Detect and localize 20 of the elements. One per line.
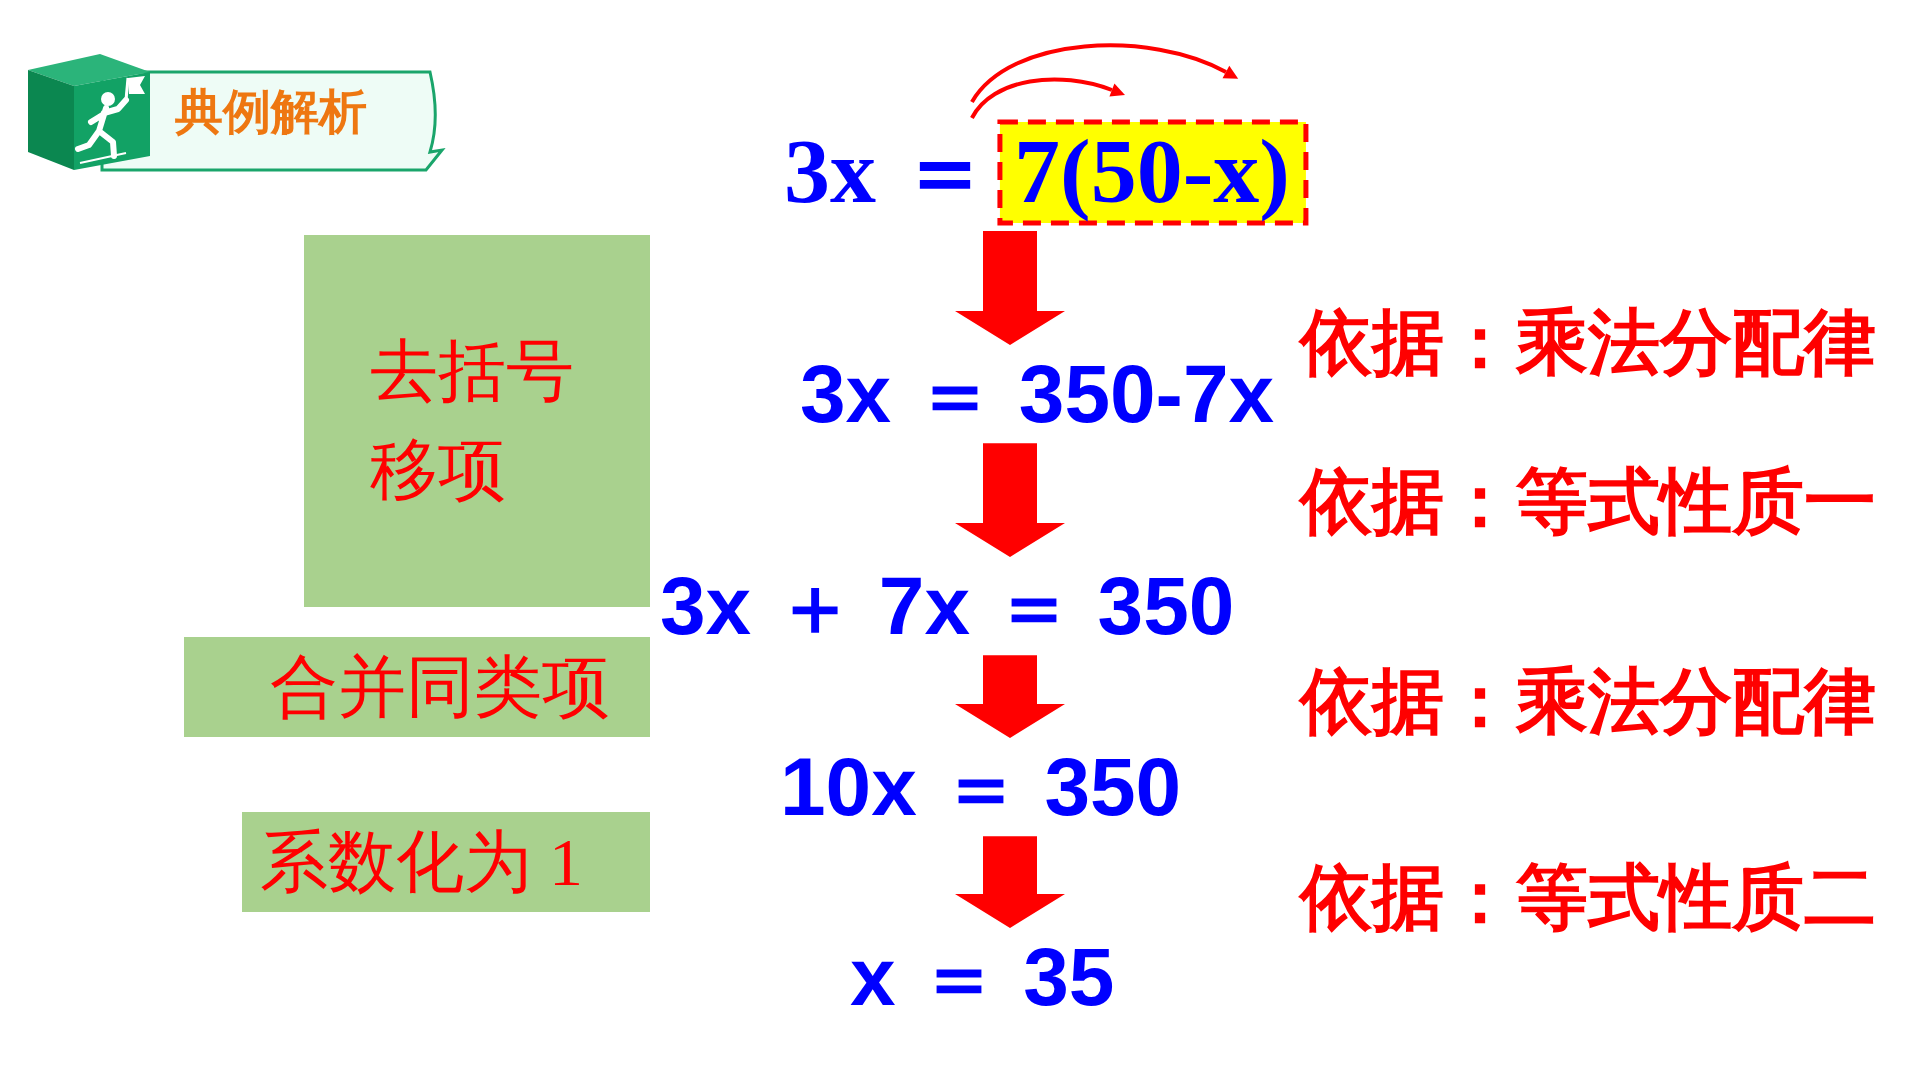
equation: 3x ＝ 7(50-x) — [778, 114, 1296, 229]
step-box — [184, 637, 650, 737]
rule-note: 依据：等式性质一 — [1300, 465, 1876, 537]
step-label: 去括号移项 — [369, 332, 575, 510]
down-arrow — [955, 231, 1065, 345]
step-box — [304, 235, 650, 607]
rule-note: 依据：乘法分配律 — [1300, 306, 1876, 378]
down-arrow — [955, 655, 1065, 738]
step-box — [242, 812, 650, 912]
title: 典例解析 — [175, 88, 367, 136]
rule-note: 依据：乘法分配律 — [1300, 665, 1876, 737]
equation: 3x ＝ 350-7x — [796, 347, 1279, 442]
rule-note: 依据：等式性质二 — [1300, 861, 1876, 933]
equation: 10x ＝ 350 — [776, 740, 1186, 835]
equation: 3x ＋ 7x ＝ 350 — [656, 559, 1239, 654]
step-label: 系数化为 1 — [260, 822, 583, 902]
down-arrow — [955, 836, 1065, 928]
step-label: 合并同类项 — [270, 647, 610, 727]
equation: x ＝ 35 — [846, 930, 1119, 1025]
down-arrow — [955, 443, 1065, 557]
